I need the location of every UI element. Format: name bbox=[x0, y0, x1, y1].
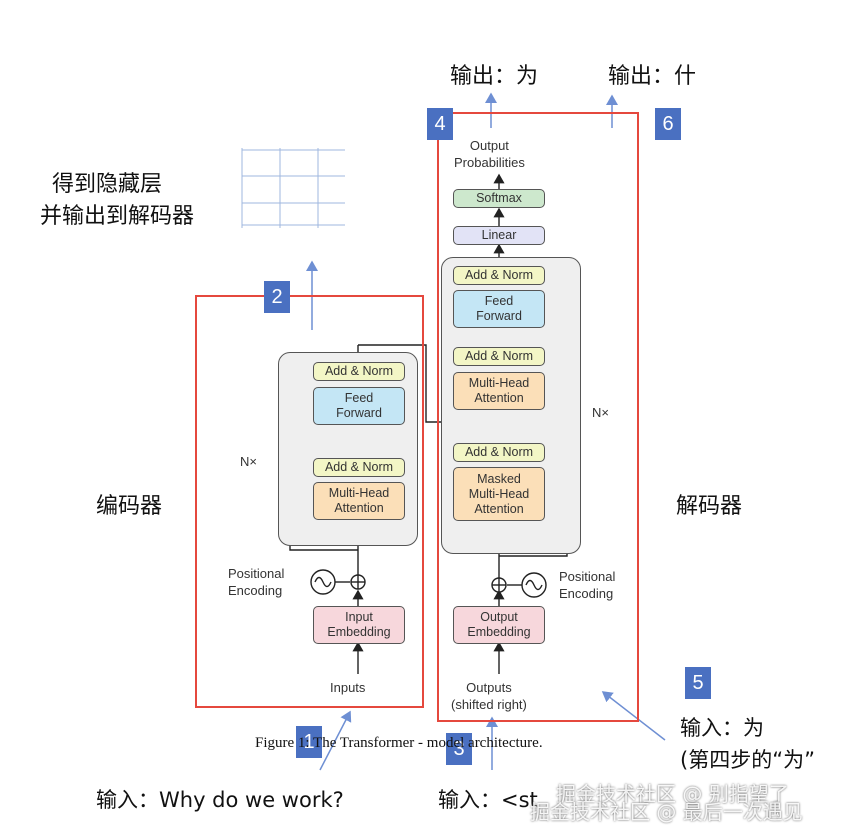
decoder-linear: Linear bbox=[453, 226, 545, 245]
arrow-input-1 bbox=[319, 710, 352, 771]
decoder-label: 解码器 bbox=[676, 494, 743, 519]
encoder-feed-forward: Feed Forward bbox=[313, 387, 405, 425]
encoder-add-norm-bottom: Add & Norm bbox=[313, 458, 405, 477]
input-text-left: 输入：Why do we work? bbox=[96, 788, 344, 812]
watermark-line1: 掘金技术社区 @ 别指望了 bbox=[556, 782, 789, 806]
step-badge-5: 5 bbox=[685, 667, 711, 699]
decoder-highlight-box bbox=[437, 112, 639, 722]
arrow-input-5 bbox=[601, 691, 666, 741]
hidden-layer-line2: 并输出到解码器 bbox=[40, 204, 195, 229]
step-badge-1: 1 bbox=[296, 726, 322, 758]
hidden-layer-line1: 得到隐藏层 bbox=[52, 172, 163, 197]
encoder-add-norm-top: Add & Norm bbox=[313, 362, 405, 381]
input-text-right-2: (第四步的“为” bbox=[680, 748, 815, 772]
decoder-outputs-label: Outputs (shifted right) bbox=[451, 680, 527, 712]
decoder-masked-multi-head-attention: Masked Multi-Head Attention bbox=[453, 467, 545, 521]
decoder-nx: N× bbox=[592, 405, 609, 420]
encoder-input-embedding: Input Embedding bbox=[313, 606, 405, 644]
decoder-softmax: Softmax bbox=[453, 189, 545, 208]
decoder-multi-head-attention: Multi-Head Attention bbox=[453, 372, 545, 410]
step-badge-3: 3 bbox=[446, 733, 472, 765]
encoder-positional-encoding: Positional Encoding bbox=[228, 566, 285, 598]
output-label-right: 输出：什 bbox=[608, 64, 697, 89]
output-label-left: 输出：为 bbox=[450, 64, 539, 89]
decoder-output-embedding: Output Embedding bbox=[453, 606, 545, 644]
encoder-multi-head-attention: Multi-Head Attention bbox=[313, 482, 405, 520]
decoder-feed-forward: Feed Forward bbox=[453, 290, 545, 328]
figure-caption: Figure 1: The Transformer - model archit… bbox=[255, 735, 543, 751]
input-text-right-1: 输入：为 bbox=[680, 716, 764, 740]
encoder-label: 编码器 bbox=[96, 494, 163, 519]
decoder-positional-encoding: Positional Encoding bbox=[559, 569, 616, 601]
decoder-add-norm-middle: Add & Norm bbox=[453, 347, 545, 366]
decoder-output-probabilities: Output Probabilities bbox=[454, 138, 525, 170]
step-badge-6: 6 bbox=[655, 108, 681, 140]
step-badge-4: 4 bbox=[427, 108, 453, 140]
encoder-highlight-box bbox=[195, 295, 424, 708]
watermark-line2: 掘金技术社区 @ 最后一次遇见 bbox=[530, 800, 803, 824]
input-text-middle: 输入：<st bbox=[438, 788, 538, 812]
encoder-nx: N× bbox=[240, 454, 257, 469]
decoder-add-norm-top: Add & Norm bbox=[453, 266, 545, 285]
hidden-layer-grid bbox=[241, 148, 345, 228]
encoder-inputs-label: Inputs bbox=[330, 680, 366, 695]
step-badge-2: 2 bbox=[264, 281, 290, 313]
decoder-add-norm-bottom: Add & Norm bbox=[453, 443, 545, 462]
